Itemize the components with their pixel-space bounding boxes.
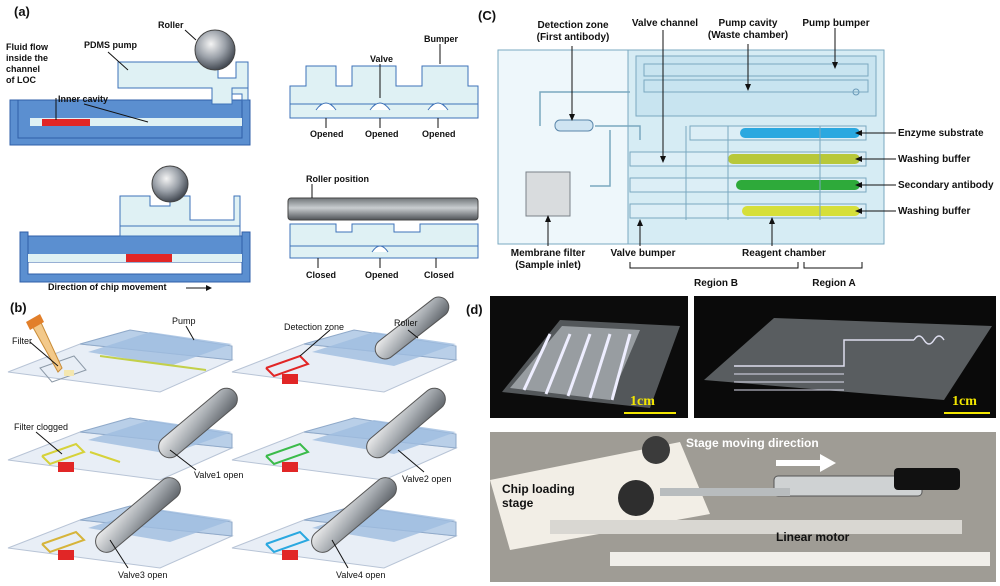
valve-channel-label: Valve channel xyxy=(631,18,699,29)
detection-zone-chamber xyxy=(554,119,594,132)
valve1-label: Valve1 open xyxy=(194,470,244,480)
panel-c-label: (C) xyxy=(478,8,497,23)
detection-zone-label-b: Detection zone xyxy=(284,322,345,332)
chip-diagram-bottom xyxy=(19,165,251,291)
valve3-label: Valve3 open xyxy=(118,570,168,580)
linear-motor-label: Linear motor xyxy=(776,530,850,544)
valve2-label: Valve2 open xyxy=(402,474,452,484)
pump-bumper-label: Pump bumper xyxy=(802,18,870,29)
pump-cavity-label: Pump cavity (Waste chamber) xyxy=(707,18,789,41)
roller-label: Roller xyxy=(158,20,184,30)
panel-b-step-5 xyxy=(7,477,234,569)
washing-buffer-chamber-1 xyxy=(728,154,860,164)
roller-icon xyxy=(194,29,236,71)
secondary-antibody-chamber xyxy=(736,180,860,190)
roller-position-label: Roller position xyxy=(306,174,369,184)
opened-label-3: Opened xyxy=(422,129,456,139)
washing-buffer-label-2: Washing buffer xyxy=(898,206,971,217)
sample-red-zone xyxy=(42,119,90,126)
washing-buffer-chamber-2 xyxy=(742,206,860,216)
panel-a-label: (a) xyxy=(14,4,30,19)
opened-label-1: Opened xyxy=(310,129,344,139)
enzyme-substrate-label: Enzyme substrate xyxy=(898,128,984,139)
chip-loading-label: Chip loading stage xyxy=(502,482,575,510)
device-photo: Stage moving direction Chip loading stag… xyxy=(490,432,996,582)
pdms-pump-label: PDMS pump xyxy=(84,40,137,50)
chip-photo-1: 1cm xyxy=(490,296,688,418)
scale-bar-2 xyxy=(944,412,990,414)
washing-buffer-label-1: Washing buffer xyxy=(898,154,971,165)
panel-b-step-1 xyxy=(7,314,234,393)
bumper-label: Bumper xyxy=(424,34,459,44)
chip-photo-2: 1cm xyxy=(694,296,996,418)
filter-label: Filter xyxy=(12,336,32,346)
valve-bumper-label: Valve bumper xyxy=(610,248,676,259)
stage-moving-label: Stage moving direction xyxy=(686,436,819,450)
valve4-label: Valve4 open xyxy=(336,570,386,580)
chip-diagram-top xyxy=(9,29,251,146)
closed-label-2: Closed xyxy=(424,270,455,280)
scale-label-2: 1cm xyxy=(952,394,977,409)
inner-cavity-label: Inner cavity xyxy=(58,94,109,104)
membrane-filter-label: Membrane filter (Sample inlet) xyxy=(510,248,586,271)
arrow-right-icon xyxy=(776,454,836,472)
detection-zone-label: Detection zone (First antibody) xyxy=(536,20,610,43)
roller-label-b: Roller xyxy=(394,318,418,328)
scale-bar-1 xyxy=(624,412,676,414)
direction-label: Direction of chip movement xyxy=(48,282,167,292)
panel-b-label: (b) xyxy=(10,300,27,315)
reagent-chamber-label: Reagent chamber xyxy=(742,248,826,259)
panel-b-step-2 xyxy=(231,296,458,393)
opened-label-mid: Opened xyxy=(365,270,399,280)
panel-d-label: (d) xyxy=(466,302,483,317)
secondary-antibody-label: Secondary antibody xyxy=(898,180,994,191)
panel-b-step-3 xyxy=(7,387,238,481)
chip-layout-diagram xyxy=(497,28,896,269)
valve-diagram-open xyxy=(289,44,479,128)
membrane-filter-square xyxy=(525,171,571,217)
region-b-label: Region B xyxy=(694,278,738,289)
roller-bar-icon xyxy=(287,197,479,221)
scale-label-1: 1cm xyxy=(630,394,655,409)
enzyme-substrate-chamber xyxy=(740,128,860,138)
valve-label: Valve xyxy=(370,54,394,64)
closed-label-1: Closed xyxy=(306,270,337,280)
opened-label-2: Opened xyxy=(365,129,399,139)
filter-clogged-label: Filter clogged xyxy=(14,422,69,432)
fluid-flow-label: Fluid flow inside the channel of LOC xyxy=(6,42,49,85)
region-a-label: Region A xyxy=(812,278,856,289)
valve-diagram-closed xyxy=(287,184,479,268)
panel-b-step-6 xyxy=(231,477,458,569)
panel-b-step-4 xyxy=(231,387,458,481)
pump-label: Pump xyxy=(172,316,196,326)
